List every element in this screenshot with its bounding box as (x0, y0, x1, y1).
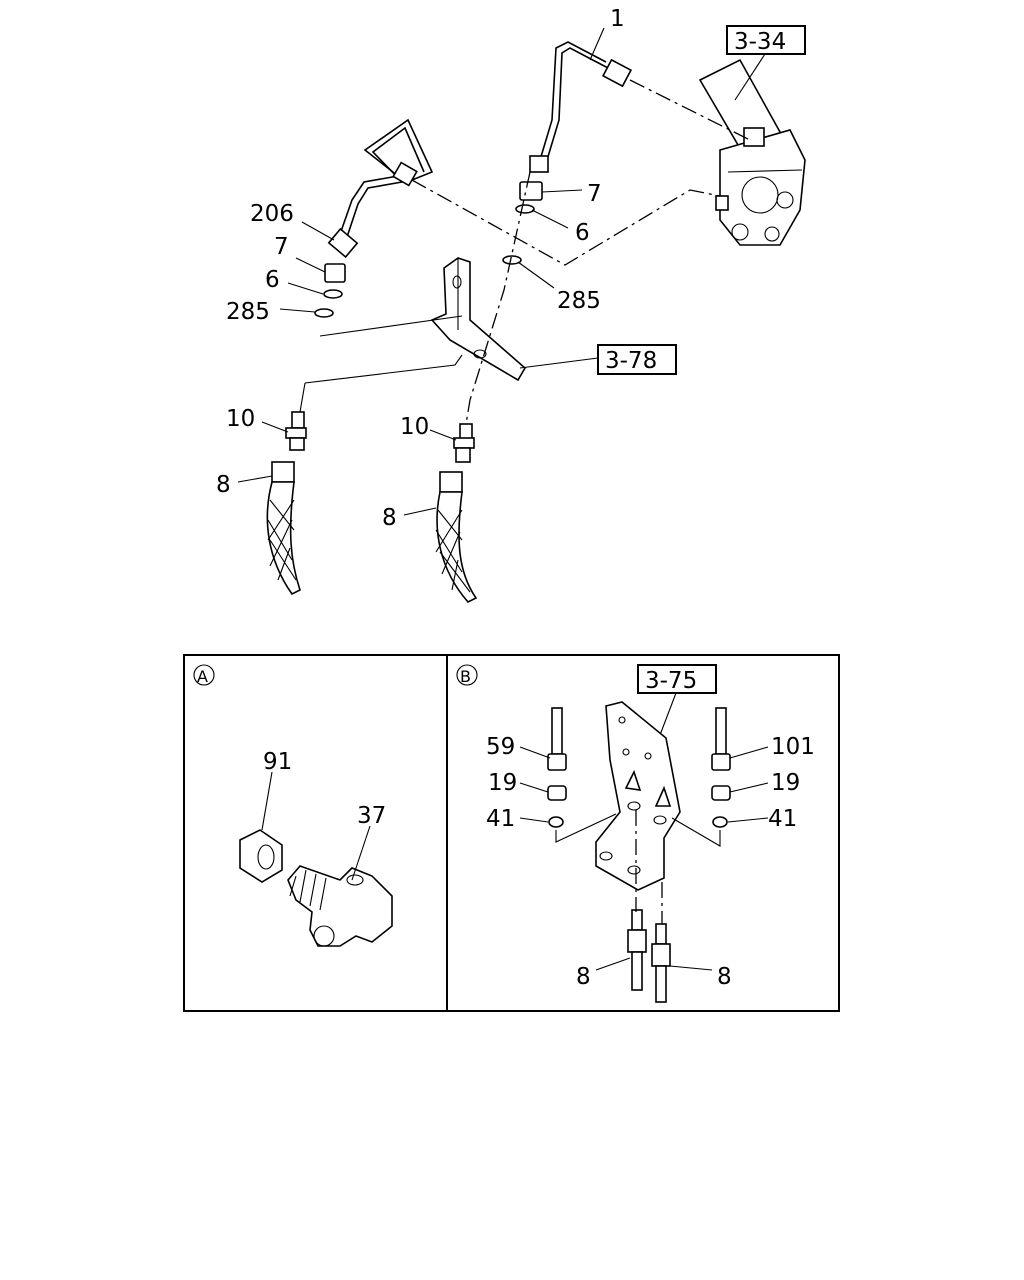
reference-box-3-78: 3-78 (597, 344, 677, 375)
brake-valve-assembly (698, 58, 806, 246)
callout-19-right: 19 (771, 770, 800, 796)
callout-1: 1 (610, 6, 625, 32)
washer-41-right (712, 816, 728, 828)
callout-10-right: 10 (400, 414, 429, 440)
callout-6-right: 6 (575, 220, 590, 246)
callout-59: 59 (486, 734, 515, 760)
connector-8-left (627, 909, 647, 991)
callout-8-left: 8 (216, 472, 231, 498)
brake-hose-8-left (266, 461, 301, 596)
detail-b-marker: B (460, 667, 471, 686)
callout-7-right: 7 (587, 181, 602, 207)
bolt-59 (547, 707, 567, 771)
callout-41-left: 41 (486, 806, 515, 832)
nut-washer-stack-right (502, 181, 543, 265)
callout-7-left: 7 (274, 234, 289, 260)
callout-10-left: 10 (226, 406, 255, 432)
detail-a: A 91 37 (193, 664, 393, 947)
callout-8-detail-right: 8 (717, 964, 732, 990)
callout-91: 91 (263, 749, 292, 775)
callout-285-left: 285 (226, 299, 270, 325)
detail-a-marker: A (197, 667, 208, 686)
leader-lines (237, 27, 766, 516)
callout-6-left: 6 (265, 267, 280, 293)
bolt-101 (711, 707, 731, 771)
connector-8-right (651, 923, 671, 1003)
connector-10-left (285, 411, 307, 451)
reference-3-75-label: 3-75 (645, 668, 697, 694)
callout-8-detail-left: 8 (576, 964, 591, 990)
callout-41-right: 41 (768, 806, 797, 832)
callout-206: 206 (250, 201, 294, 227)
reference-box-3-34: 3-34 (726, 25, 806, 55)
reference-box-3-75: 3-75 (637, 664, 717, 694)
nut-19-right (711, 785, 731, 801)
brake-pipe-1 (529, 41, 633, 173)
detail-frame (183, 654, 840, 1012)
callout-37: 37 (357, 803, 386, 829)
brake-hose-8-right (435, 471, 478, 603)
reference-3-78: 3-78 (605, 348, 657, 374)
nut-91 (239, 829, 283, 883)
routing-lines (299, 79, 751, 425)
callout-101: 101 (771, 734, 815, 760)
valve-bracket (595, 701, 681, 891)
callout-8-right: 8 (382, 505, 397, 531)
callout-19-left: 19 (488, 770, 517, 796)
callout-285-right: 285 (557, 288, 601, 314)
detail-b: B 3-75 (456, 664, 815, 1003)
nut-washer-stack-left (314, 263, 346, 318)
nut-19-left (547, 785, 567, 801)
connector-10-right (453, 423, 475, 463)
union-fitting-37 (287, 865, 393, 947)
washer-41-left (548, 816, 564, 828)
mounting-bracket (430, 257, 527, 382)
brake-pipe-206 (327, 118, 434, 259)
reference-3-34: 3-34 (734, 29, 786, 55)
